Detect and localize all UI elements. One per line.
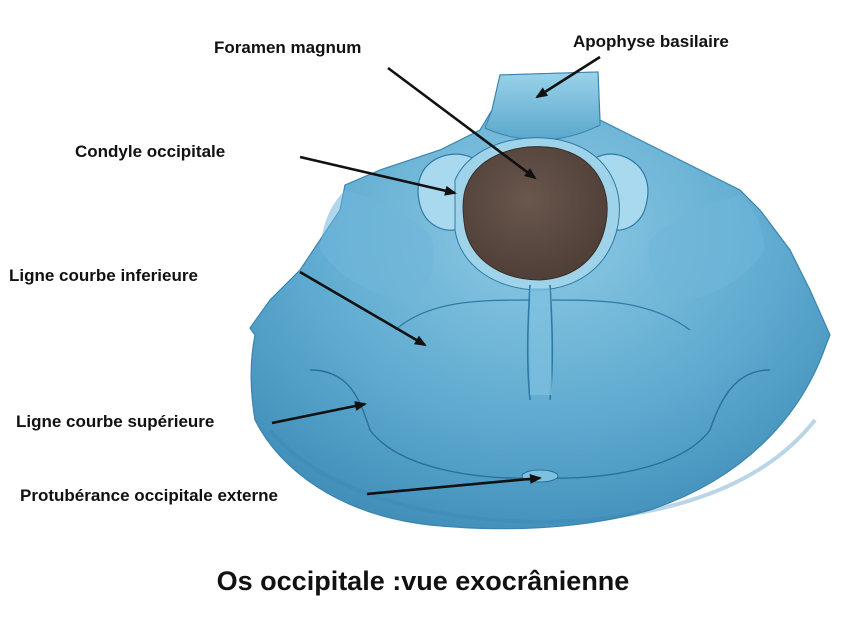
arrow-foramen-magnum	[387, 66, 537, 180]
inferior-nuchal-line-left	[394, 299, 531, 331]
foramen-magnum	[462, 146, 608, 281]
inferior-nuchal-line-right	[551, 299, 691, 331]
arrow-apophyse-basilaire	[535, 55, 601, 99]
arrow-ligne-courbe-superieure	[271, 401, 367, 425]
lateral-region-left	[320, 190, 434, 300]
arrow-protuberance	[366, 473, 542, 496]
label-apophyse-basilaire: Apophyse basilaire	[573, 32, 729, 51]
arrow-ligne-courbe-inferieure	[299, 270, 427, 347]
crest-fill	[530, 288, 552, 395]
lateral-region-right	[648, 195, 765, 300]
label-protuberance: Protubérance occipitale externe	[20, 486, 278, 505]
label-condyle-occipitale: Condyle occipitale	[75, 142, 226, 161]
label-ligne-courbe-inferieure: Ligne courbe inferieure	[9, 266, 198, 285]
figure-caption: Os occipitale :vue exocrânienne	[216, 566, 630, 596]
basilar-process	[484, 71, 601, 141]
label-foramen-magnum: Foramen magnum	[214, 38, 362, 57]
label-ligne-courbe-superieure: Ligne courbe supérieure	[16, 412, 215, 431]
arrow-condyle-occipitale	[299, 155, 457, 196]
lower-squama-shading	[268, 418, 817, 525]
